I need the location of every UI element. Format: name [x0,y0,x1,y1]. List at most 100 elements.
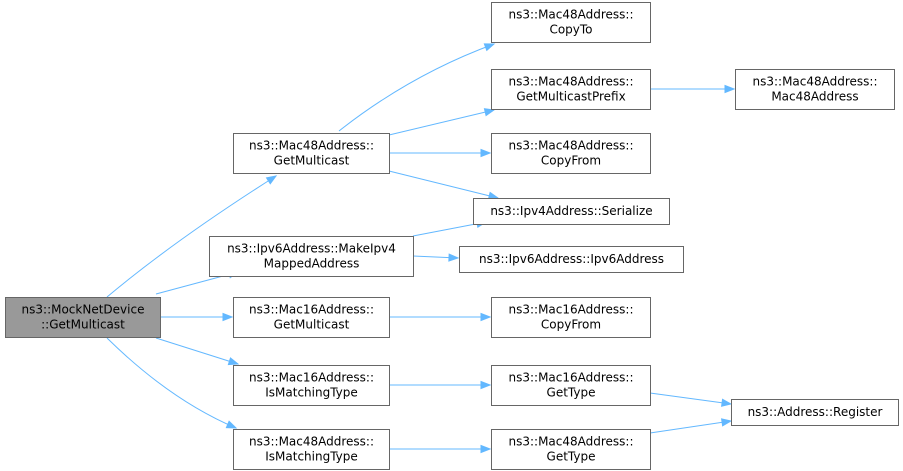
node-box[interactable] [491,297,651,338]
nodes-layer: ns3::MockNetDevice::GetMulticastns3::Mac… [5,2,899,470]
node-box[interactable] [5,297,161,338]
node-label: ns3::Ipv6Address::Ipv6Address [479,252,664,266]
edge-root-to-mac16_ismatching [155,337,240,366]
edge-line [649,392,732,405]
arrowhead-icon [720,418,733,427]
arrowhead-icon [222,312,234,322]
node-box[interactable] [491,2,651,43]
edge-mac48_gettype-to-address_register [649,418,733,434]
node-mac48_ismatching[interactable]: ns3::Mac48Address::IsMatchingType [233,429,390,470]
node-mac48_copyto[interactable]: ns3::Mac48Address::CopyTo [491,2,651,43]
edge-mac48_getmulticast-to-mac48_copyto [338,43,496,132]
node-label: ns3::Mac48Address:: [508,139,633,153]
node-label: GetMulticast [274,154,350,168]
arrowhead-icon [265,175,278,185]
node-box[interactable] [491,429,651,470]
node-label: IsMatchingType [265,450,358,464]
node-ipv6_ctor[interactable]: ns3::Ipv6Address::Ipv6Address [459,246,684,273]
node-box[interactable] [491,133,651,174]
node-box[interactable] [473,198,670,225]
node-label: ns3::Ipv4Address::Serialize [490,204,652,218]
node-label: CopyFrom [541,154,601,168]
node-label: GetType [547,450,596,464]
arrowhead-icon [480,312,492,322]
node-mac48_getmulticast[interactable]: ns3::Mac48Address::GetMulticast [233,133,390,174]
node-label: ::GetMulticast [41,318,125,332]
edge-line [649,420,732,434]
arrowhead-icon [227,357,240,366]
edge-mac48_getmulticast-to-ipv4_serialize [388,170,500,200]
node-mac48_copyfrom[interactable]: ns3::Mac48Address::CopyFrom [491,133,651,174]
edge-root-to-mac48_getmulticast [106,175,278,298]
node-label: IsMatchingType [265,386,358,400]
node-label: ns3::Mac16Address:: [249,371,374,385]
edge-root-to-mac48_ismatching [106,337,238,429]
arrowhead-icon [448,253,460,262]
edge-line [106,175,277,298]
node-address_register[interactable]: ns3::Address::Register [731,399,899,426]
node-label: ns3::MockNetDevice [22,303,145,317]
node-mac16_gettype[interactable]: ns3::Mac16Address::GetType [491,365,651,406]
node-label: ns3::Mac48Address:: [508,435,633,449]
node-box[interactable] [491,69,651,110]
node-label: MappedAddress [264,257,360,271]
node-mac16_getmulticast[interactable]: ns3::Mac16Address::GetMulticast [233,297,390,338]
node-label: CopyFrom [541,318,601,332]
node-box[interactable] [735,69,895,110]
edge-mac16_ismatching-to-mac16_gettype [389,380,492,390]
edge-line [338,43,495,132]
node-label: GetMulticast [274,318,350,332]
node-box[interactable] [233,297,390,338]
arrowhead-icon [724,84,736,94]
node-label: ns3::Mac16Address:: [508,371,633,385]
node-label: ns3::Mac48Address:: [249,435,374,449]
node-label: ns3::Mac48Address:: [249,139,374,153]
edge-mac48_getmulticast-to-mac48_getprefix [388,108,496,136]
node-mac16_ismatching[interactable]: ns3::Mac16Address::IsMatchingType [233,365,390,406]
arrowhead-icon [480,148,492,158]
node-box[interactable] [209,236,414,277]
edge-line [388,170,499,199]
node-label: ns3::Mac16Address:: [249,303,374,317]
node-label: GetType [547,386,596,400]
arrowhead-icon [225,420,238,429]
edge-line [106,337,237,429]
node-box[interactable] [731,399,899,426]
arrowhead-icon [721,398,733,407]
node-box[interactable] [491,365,651,406]
node-label: ns3::Mac16Address:: [508,303,633,317]
edge-mac48_getprefix-to-mac48_ctor [650,84,736,94]
node-ipv4_serialize[interactable]: ns3::Ipv4Address::Serialize [473,198,670,225]
arrowhead-icon [480,380,492,390]
arrowhead-icon [483,108,496,117]
edge-mac48_getmulticast-to-mac48_copyfrom [389,148,492,158]
node-box[interactable] [233,365,390,406]
node-mac48_ctor[interactable]: ns3::Mac48Address::Mac48Address [735,69,895,110]
edge-mac16_getmulticast-to-mac16_copyfrom [389,312,492,322]
edge-mac16_gettype-to-address_register [649,392,733,407]
node-label: ns3::Mac48Address:: [508,75,633,89]
arrowhead-icon [480,444,492,454]
node-label: Mac48Address [771,90,858,104]
edge-mac48_ismatching-to-mac48_gettype [389,444,492,454]
node-label: ns3::Mac48Address:: [752,75,877,89]
node-label: GetMulticastPrefix [516,90,625,104]
node-label: ns3::Ipv6Address::MakeIpv4 [227,242,396,256]
edge-line [388,109,495,136]
node-box[interactable] [233,133,390,174]
node-label: ns3::Address::Register [748,405,883,419]
arrowhead-icon [483,43,496,52]
node-label: ns3::Mac48Address:: [508,8,633,22]
node-label: CopyTo [549,23,592,37]
node-mac16_copyfrom[interactable]: ns3::Mac16Address::CopyFrom [491,297,651,338]
node-root[interactable]: ns3::MockNetDevice::GetMulticast [5,297,161,338]
node-mac48_gettype[interactable]: ns3::Mac48Address::GetType [491,429,651,470]
edge-ipv6_makeipv4-to-ipv6_ctor [412,253,460,262]
node-mac48_getprefix[interactable]: ns3::Mac48Address::GetMulticastPrefix [491,69,651,110]
node-box[interactable] [459,246,684,273]
edge-root-to-mac16_getmulticast [157,312,234,322]
edge-line [155,337,239,365]
node-box[interactable] [233,429,390,470]
